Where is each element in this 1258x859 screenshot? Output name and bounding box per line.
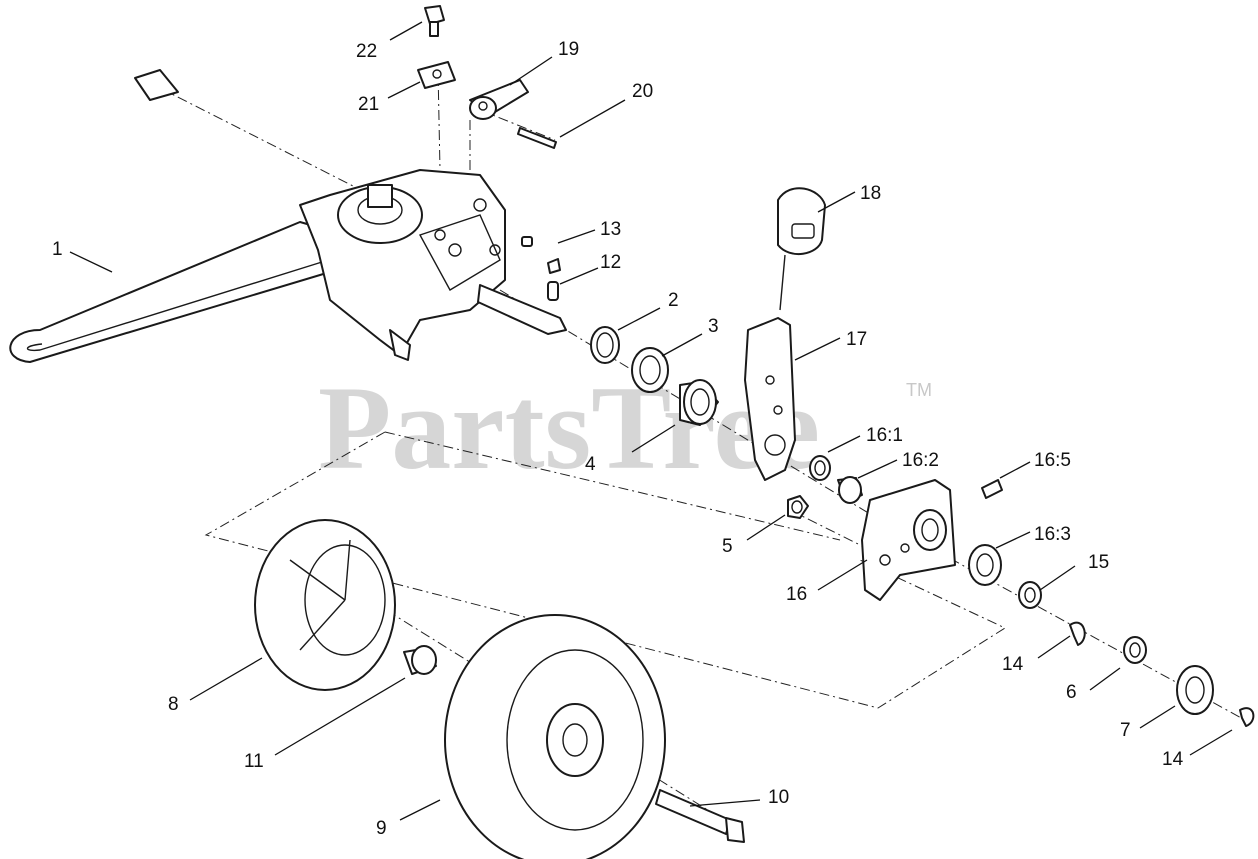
plug-fitting bbox=[521, 236, 533, 247]
callout-11: 11 bbox=[244, 751, 264, 772]
callout-labels: 1 2 3 4 5 6 7 8 9 10 11 12 13 14 14 15 1… bbox=[52, 39, 1184, 839]
callout-2: 2 bbox=[668, 290, 679, 311]
wheel-9 bbox=[444, 614, 666, 859]
callout-15: 15 bbox=[1088, 552, 1109, 573]
axle-bolt-10 bbox=[655, 789, 745, 843]
callout-3: 3 bbox=[708, 316, 719, 337]
callout-14-upper: 14 bbox=[1002, 654, 1024, 675]
bushing-4 bbox=[679, 379, 719, 426]
callout-5: 5 bbox=[722, 536, 733, 557]
clip-14-lower bbox=[1239, 707, 1255, 727]
transmission-housing bbox=[134, 69, 567, 361]
washer-15 bbox=[1018, 581, 1042, 609]
key-13 bbox=[547, 258, 561, 274]
callout-9: 9 bbox=[376, 818, 387, 839]
callout-17: 17 bbox=[846, 329, 867, 350]
leader-lines bbox=[69, 21, 1233, 821]
washer-3 bbox=[631, 347, 669, 393]
callout-7: 7 bbox=[1120, 720, 1131, 741]
washer-6 bbox=[1123, 636, 1147, 664]
callout-16-1: 16:1 bbox=[866, 425, 903, 446]
callout-16-3: 16:3 bbox=[1034, 524, 1071, 545]
callout-16-5: 16:5 bbox=[1034, 450, 1071, 471]
clip-14-upper bbox=[1069, 621, 1086, 646]
callout-21: 21 bbox=[358, 94, 379, 115]
shift-plate-21 bbox=[417, 61, 456, 89]
height-adjust-handle-18 bbox=[777, 187, 826, 311]
bearing-16-3 bbox=[968, 544, 1002, 586]
nut-5 bbox=[787, 495, 809, 519]
retaining-ring-2 bbox=[590, 326, 620, 364]
wheel-bushing-11 bbox=[403, 645, 437, 675]
watermark-text: PartsTree bbox=[318, 361, 820, 494]
spring-pin-12 bbox=[547, 281, 559, 301]
callout-12: 12 bbox=[600, 252, 621, 273]
callout-13: 13 bbox=[600, 219, 621, 240]
bearing-16-1 bbox=[809, 455, 831, 481]
shift-bolt-22 bbox=[424, 5, 445, 37]
wheel-hubcap-8 bbox=[254, 519, 396, 691]
watermark-trademark: TM bbox=[906, 380, 932, 400]
roll-pin-20 bbox=[517, 127, 557, 149]
callout-8: 8 bbox=[168, 694, 179, 715]
callout-22: 22 bbox=[356, 41, 377, 62]
height-adjust-plate-17 bbox=[744, 317, 796, 481]
shift-lever-19 bbox=[469, 79, 529, 120]
callout-1: 1 bbox=[52, 239, 63, 260]
callout-6: 6 bbox=[1066, 682, 1077, 703]
grease-fitting-16-5 bbox=[981, 479, 1003, 499]
spacer-16-2 bbox=[837, 476, 863, 504]
callout-19: 19 bbox=[558, 39, 579, 60]
pinion-gear-7 bbox=[1176, 665, 1214, 715]
callout-16: 16 bbox=[786, 584, 807, 605]
callout-10: 10 bbox=[768, 787, 789, 808]
callout-4: 4 bbox=[585, 454, 596, 475]
callout-18: 18 bbox=[860, 183, 881, 204]
pivot-bracket-16 bbox=[861, 479, 956, 601]
callout-20: 20 bbox=[632, 81, 653, 102]
callout-16-2: 16:2 bbox=[902, 450, 939, 471]
callout-14-lower: 14 bbox=[1162, 749, 1184, 770]
